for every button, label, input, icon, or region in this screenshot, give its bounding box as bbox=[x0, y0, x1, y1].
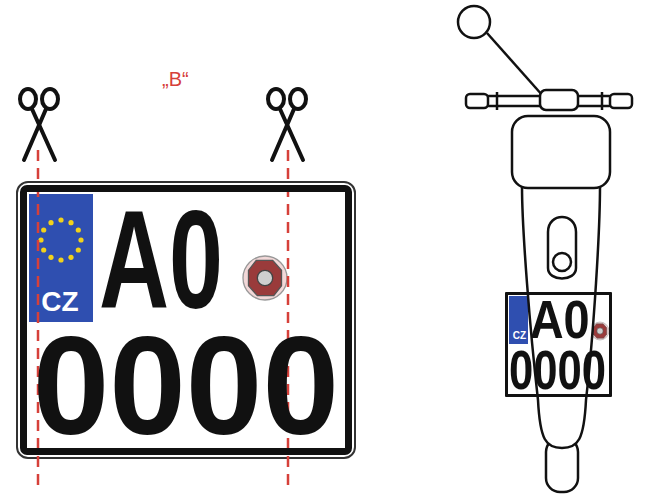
scooter-plate: CZ A00000 bbox=[505, 292, 612, 397]
plate-number-box: 0000 bbox=[509, 344, 606, 394]
plate-number: 0000 bbox=[509, 341, 606, 397]
plate-ground bbox=[505, 292, 612, 397]
scooter bbox=[458, 6, 632, 492]
plate-prefix-box: A0 bbox=[99, 198, 223, 322]
country-code-box: CZ bbox=[31, 286, 89, 318]
inspection-sticker bbox=[243, 256, 287, 300]
plate-prefix: A0 bbox=[530, 293, 590, 347]
plate-number-box: 0000 bbox=[33, 324, 339, 448]
country-code: CZ bbox=[41, 288, 78, 316]
variant-label: „B“ bbox=[162, 68, 189, 91]
scissors bbox=[20, 89, 58, 160]
plate-number: 0000 bbox=[33, 317, 339, 456]
scissors bbox=[268, 89, 306, 160]
plate-rim bbox=[17, 182, 355, 458]
eu-stars bbox=[38, 217, 83, 262]
plate-prefix: A0 bbox=[99, 191, 223, 330]
license-plate: CZ A00000 bbox=[20, 185, 352, 455]
eu-band bbox=[509, 296, 528, 344]
plate-prefix-box: A0 bbox=[530, 296, 590, 344]
plate-ground bbox=[20, 185, 352, 455]
country-code: CZ bbox=[513, 331, 526, 341]
